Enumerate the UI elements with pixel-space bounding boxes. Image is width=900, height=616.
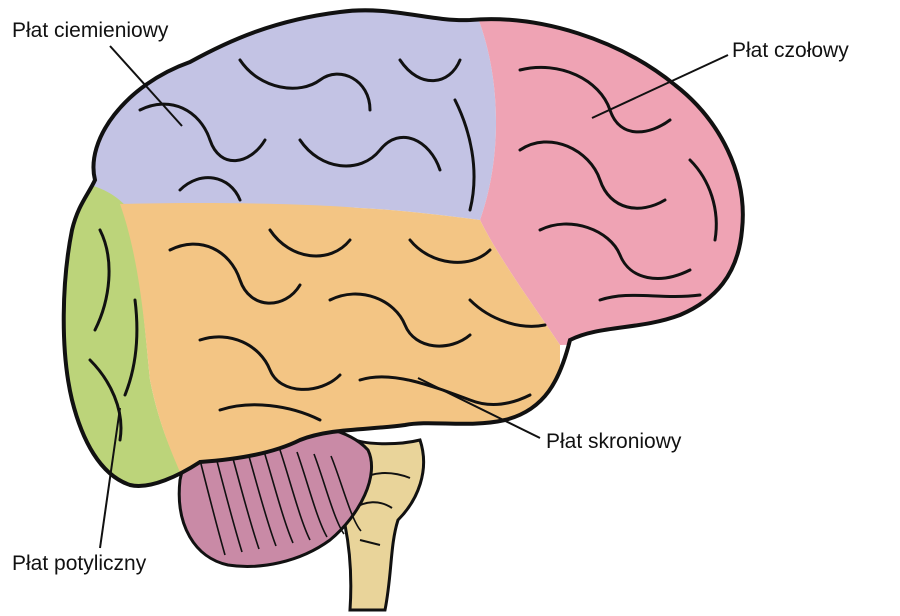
brain-outline: [61, 8, 745, 488]
leader-line-frontal: [591, 54, 729, 119]
leader-lines: [99, 45, 729, 549]
label-parietal-lobe: Płat ciemieniowy: [12, 19, 169, 42]
leader-line-parietal: [109, 45, 183, 127]
brain-folds: [88, 58, 718, 442]
leader-line-occipital: [99, 407, 121, 549]
cerebellum-fold: [296, 451, 328, 538]
cerebellum-fold: [330, 455, 362, 532]
cerebellum-fold: [313, 453, 345, 535]
occipital-lobe: [63, 180, 190, 486]
label-frontal-lobe: Płat czołowy: [732, 39, 849, 62]
cerebellum-fold: [262, 447, 294, 544]
leader-line-temporal: [417, 377, 541, 439]
cerebellum-fold: [279, 449, 311, 541]
label-occipital-lobe: Płat potyliczny: [12, 552, 147, 575]
label-temporal-lobe: Płat skroniowy: [546, 430, 682, 453]
